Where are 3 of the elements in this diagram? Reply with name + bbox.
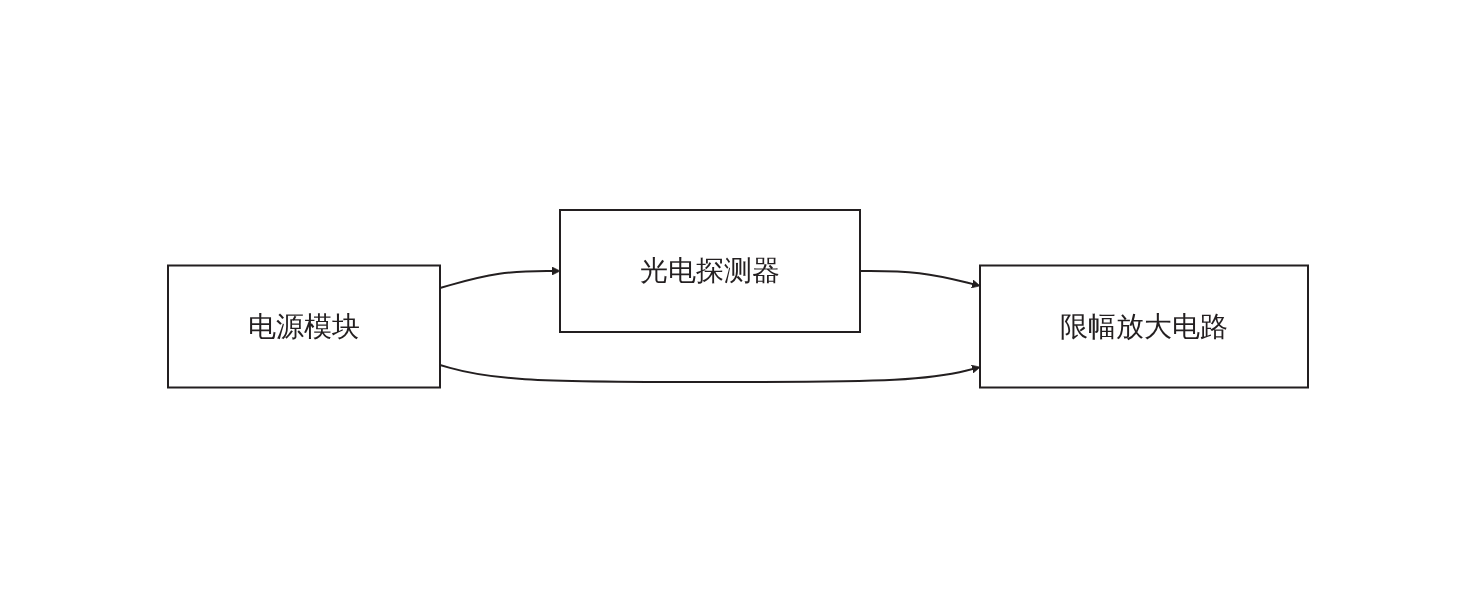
node-box: 光电探测器 — [559, 209, 861, 334]
node-box: 电源模块 — [167, 264, 441, 389]
node-box: 限幅放大电路 — [979, 264, 1309, 389]
